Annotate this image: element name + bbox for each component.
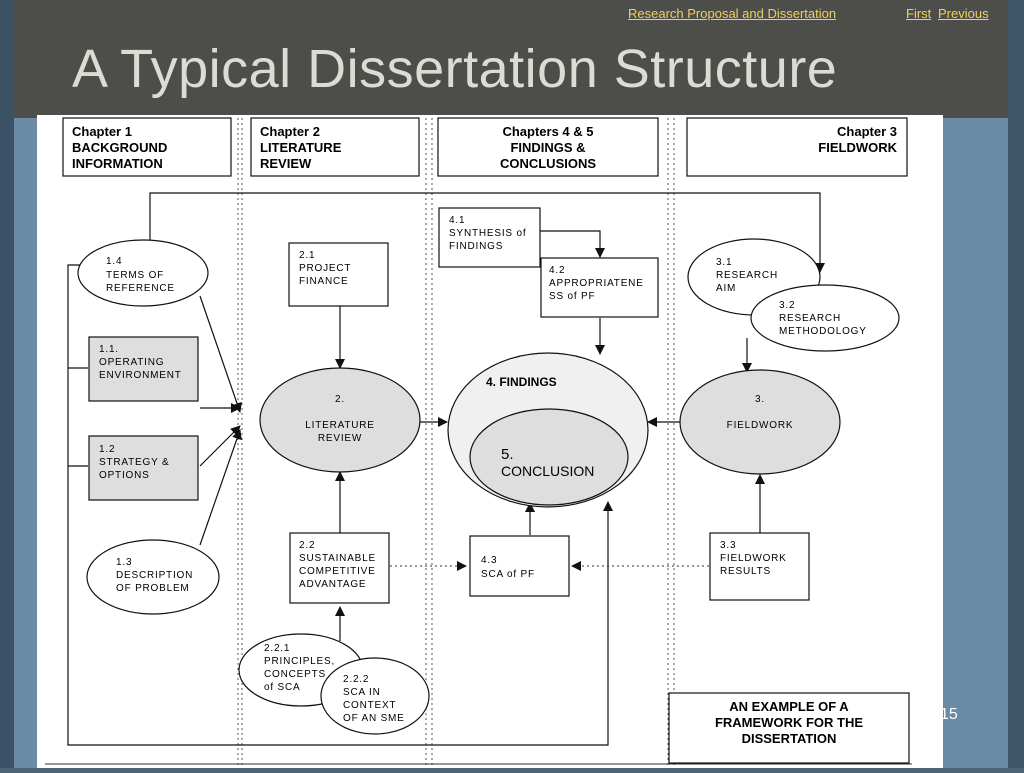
chapters-4-5-line1: Chapters 4 & 5 <box>502 124 593 139</box>
svg-text:1.2: 1.2 <box>99 444 115 455</box>
svg-text:LITERATURE: LITERATURE <box>305 420 375 431</box>
svg-text:3.1: 3.1 <box>716 257 732 268</box>
first-link[interactable]: First <box>906 6 932 21</box>
node-2-1: 2.1 PROJECT FINANCE <box>288 242 389 307</box>
right-edge-band <box>1008 0 1024 768</box>
svg-text:5.: 5. <box>501 446 514 463</box>
slide-title: A Typical Dissertation Structure <box>72 39 838 99</box>
svg-text:DISSERTATION: DISSERTATION <box>742 731 837 746</box>
chapters-4-5-line3: CONCLUSIONS <box>500 156 596 171</box>
node-1-2: 1.2 STRATEGY & OPTIONS <box>88 435 199 501</box>
chapter-2-line1: Chapter 2 <box>260 124 320 139</box>
node-3-3: 3.3 FIELDWORK RESULTS <box>709 532 810 601</box>
svg-text:OF PROBLEM: OF PROBLEM <box>116 583 190 594</box>
svg-text:SYNTHESIS of: SYNTHESIS of <box>449 228 526 239</box>
svg-text:TERMS OF: TERMS OF <box>106 270 164 281</box>
right-blue-band <box>943 118 1008 768</box>
svg-text:FINANCE: FINANCE <box>299 276 349 287</box>
svg-text:AIM: AIM <box>716 283 736 294</box>
svg-text:4. FINDINGS: 4. FINDINGS <box>486 375 557 389</box>
svg-text:2.2.2: 2.2.2 <box>343 674 369 685</box>
svg-text:OPTIONS: OPTIONS <box>99 470 150 481</box>
svg-text:STRATEGY &: STRATEGY & <box>99 457 169 468</box>
svg-text:SCA of PF: SCA of PF <box>481 569 535 580</box>
slide-header <box>14 0 1008 118</box>
svg-text:SS of PF: SS of PF <box>549 291 595 302</box>
node-3-2: 3.2 RESEARCH METHODOLOGY <box>750 284 900 352</box>
left-blue-band <box>14 118 37 768</box>
svg-text:FINDINGS: FINDINGS <box>449 241 503 252</box>
svg-text:METHODOLOGY: METHODOLOGY <box>779 326 867 337</box>
chapter-1-line3: INFORMATION <box>72 156 163 171</box>
svg-text:3.2: 3.2 <box>779 300 795 311</box>
svg-text:SUSTAINABLE: SUSTAINABLE <box>299 553 376 564</box>
chapter-1-line1: Chapter 1 <box>72 124 132 139</box>
svg-text:REVIEW: REVIEW <box>318 433 362 444</box>
chapter-1-line2: BACKGROUND <box>72 140 167 155</box>
node-4-1: 4.1 SYNTHESIS of FINDINGS <box>438 207 541 268</box>
chapter-3-line2: FIELDWORK <box>818 140 897 155</box>
svg-text:RESEARCH: RESEARCH <box>779 313 841 324</box>
svg-text:2.2: 2.2 <box>299 540 315 551</box>
chapter-2-line2: LITERATURE <box>260 140 342 155</box>
framework-caption: AN EXAMPLE OF A FRAMEWORK FOR THE DISSER… <box>668 692 910 764</box>
chapter-1-header: Chapter 1 BACKGROUND INFORMATION <box>62 117 232 177</box>
svg-text:2.2.1: 2.2.1 <box>264 643 290 654</box>
svg-text:3.3: 3.3 <box>720 540 736 551</box>
svg-text:CONTEXT: CONTEXT <box>343 700 396 711</box>
node-5-conclusion: 5. CONCLUSION <box>469 408 629 506</box>
node-1-3: 1.3 DESCRIPTION OF PROBLEM <box>86 539 220 615</box>
chapters-4-5-line2: FINDINGS & <box>510 140 585 155</box>
chapter-2-header: Chapter 2 LITERATURE REVIEW <box>250 117 420 177</box>
svg-text:4.3: 4.3 <box>481 555 497 566</box>
svg-text:OPERATING: OPERATING <box>99 357 164 368</box>
node-1-4: 1.4 TERMS OF REFERENCE <box>77 239 209 307</box>
svg-text:2.1: 2.1 <box>299 250 315 261</box>
svg-text:4.2: 4.2 <box>549 265 565 276</box>
svg-text:2.: 2. <box>335 394 345 405</box>
svg-text:PROJECT: PROJECT <box>299 263 351 274</box>
svg-text:FRAMEWORK FOR THE: FRAMEWORK FOR THE <box>715 715 863 730</box>
svg-text:1.3: 1.3 <box>116 557 132 568</box>
svg-text:ADVANTAGE: ADVANTAGE <box>299 579 366 590</box>
svg-text:FIELDWORK: FIELDWORK <box>727 420 794 431</box>
svg-text:RESEARCH: RESEARCH <box>716 270 778 281</box>
chapters-4-5-header: Chapters 4 & 5 FINDINGS & CONCLUSIONS <box>437 117 659 177</box>
svg-text:3.: 3. <box>755 394 765 405</box>
node-3-fieldwork: 3. FIELDWORK <box>679 369 841 475</box>
svg-text:FIELDWORK: FIELDWORK <box>720 553 787 564</box>
chapter-3-header: Chapter 3 FIELDWORK <box>686 117 908 177</box>
slide-number: 15 <box>940 706 958 723</box>
svg-text:DESCRIPTION: DESCRIPTION <box>116 570 193 581</box>
svg-text:APPROPRIATENE: APPROPRIATENE <box>549 278 644 289</box>
node-1-1: 1.1. OPERATING ENVIRONMENT <box>88 336 199 402</box>
svg-text:of SCA: of SCA <box>264 682 300 693</box>
framework-diagram: Chapter 1 BACKGROUND INFORMATION Chapter… <box>37 115 943 768</box>
svg-text:1.4: 1.4 <box>106 256 122 267</box>
svg-text:RESULTS: RESULTS <box>720 566 771 577</box>
svg-text:OF AN SME: OF AN SME <box>343 713 405 724</box>
left-edge-band <box>0 0 14 768</box>
svg-text:REFERENCE: REFERENCE <box>106 283 175 294</box>
chapter-2-line3: REVIEW <box>260 156 312 171</box>
svg-text:4.1: 4.1 <box>449 215 465 226</box>
proposal-link[interactable]: Research Proposal and Dissertation <box>628 6 837 21</box>
connectors <box>67 192 825 746</box>
svg-text:AN EXAMPLE OF A: AN EXAMPLE OF A <box>729 699 849 714</box>
svg-text:CONCLUSION: CONCLUSION <box>501 463 594 479</box>
node-4-2: 4.2 APPROPRIATENE SS of PF <box>540 257 659 318</box>
svg-text:CONCEPTS: CONCEPTS <box>264 669 326 680</box>
node-4-3: 4.3 SCA of PF <box>469 535 570 597</box>
node-2-2-2: 2.2.2 SCA IN CONTEXT OF AN SME <box>320 657 430 735</box>
chapter-3-line1: Chapter 3 <box>837 124 897 139</box>
node-2-2: 2.2 SUSTAINABLE COMPETITIVE ADVANTAGE <box>289 532 390 604</box>
previous-link[interactable]: Previous <box>938 6 989 21</box>
node-2-literature-review: 2. LITERATURE REVIEW <box>259 367 421 473</box>
framework-diagram-svg: Chapter 1 BACKGROUND INFORMATION Chapter… <box>45 117 912 768</box>
svg-text:ENVIRONMENT: ENVIRONMENT <box>99 370 182 381</box>
svg-text:COMPETITIVE: COMPETITIVE <box>299 566 376 577</box>
svg-text:PRINCIPLES,: PRINCIPLES, <box>264 656 335 667</box>
svg-text:SCA IN: SCA IN <box>343 687 381 698</box>
svg-text:1.1.: 1.1. <box>99 344 119 355</box>
